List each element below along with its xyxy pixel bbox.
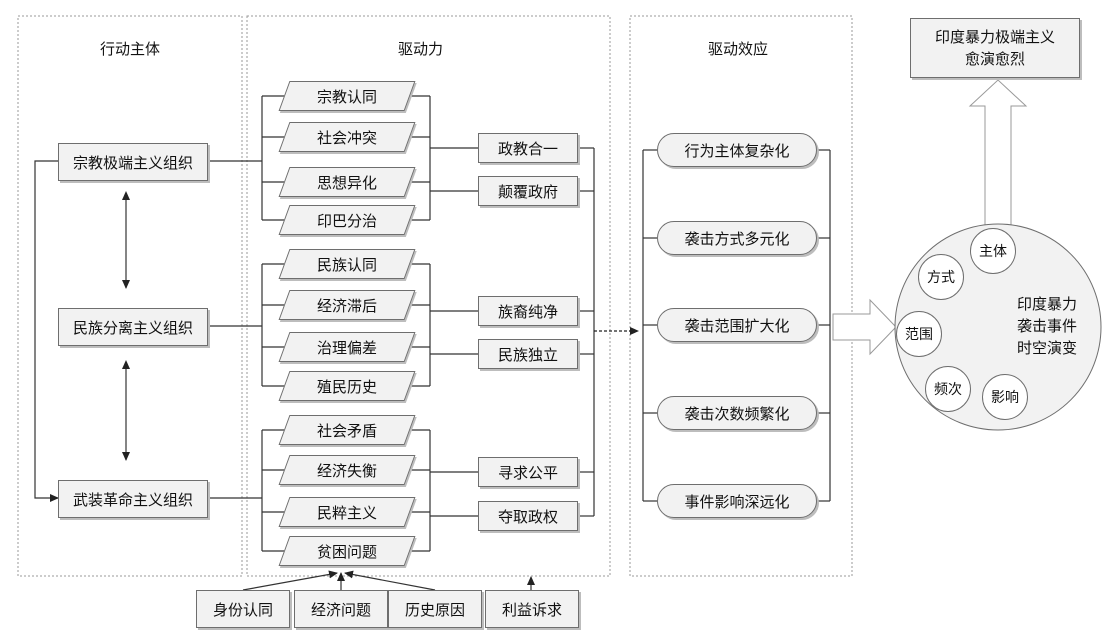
circle-item-subject: 主体 — [970, 228, 1016, 274]
factor: 宗教认同 — [278, 81, 416, 111]
circle-center-line-1: 印度暴力 — [1016, 295, 1077, 313]
goal: 政教合一 — [478, 133, 578, 163]
factor: 经济滞后 — [278, 290, 416, 320]
actors-panel-frame — [17, 15, 243, 577]
actor-religious-extremist: 宗教极端主义组织 — [58, 143, 208, 181]
factor: 经济失衡 — [278, 455, 416, 485]
drivers-panel-frame — [246, 15, 611, 577]
result-line-1: 印度暴力极端主义 — [934, 28, 1055, 46]
goal: 夺取政权 — [478, 501, 578, 531]
goal: 寻求公平 — [478, 457, 578, 487]
factor: 思想异化 — [278, 167, 416, 197]
actor-armed-revolutionary: 武装革命主义组织 — [58, 480, 208, 518]
drivers-panel-title: 驱动力 — [398, 40, 444, 58]
factor: 殖民历史 — [278, 371, 416, 401]
circle-item-method: 方式 — [918, 254, 964, 300]
factor: 印巴分治 — [278, 205, 416, 235]
goal: 民族独立 — [478, 339, 578, 369]
effect: 行为主体复杂化 — [657, 133, 817, 167]
factor: 民族认同 — [278, 249, 416, 279]
effect: 袭击范围扩大化 — [657, 308, 817, 342]
goal: 颠覆政府 — [478, 176, 578, 206]
block-arrow-up — [968, 79, 1028, 227]
cause-identity: 身份认同 — [196, 590, 290, 628]
factor: 贫困问题 — [278, 536, 416, 566]
cause-interest: 利益诉求 — [485, 590, 579, 628]
circle-item-frequency: 频次 — [925, 366, 971, 412]
factor: 社会冲突 — [278, 122, 416, 152]
effects-panel-title: 驱动效应 — [708, 40, 769, 58]
block-arrow-right — [832, 298, 897, 356]
goal: 族裔纯净 — [478, 296, 578, 326]
circle-center-line-2: 袭击事件 — [1016, 317, 1077, 335]
effect: 袭击方式多元化 — [657, 221, 817, 255]
circle-center-text: 印度暴力 袭击事件 时空演变 — [1004, 293, 1090, 359]
actor-ethnic-separatist: 民族分离主义组织 — [58, 308, 208, 346]
circle-item-range: 范围 — [896, 311, 942, 357]
result-box: 印度暴力极端主义 愈演愈烈 — [910, 18, 1080, 78]
factor: 民粹主义 — [278, 497, 416, 527]
factor: 社会矛盾 — [278, 415, 416, 445]
effect: 袭击次数频繁化 — [657, 396, 817, 430]
effects-panel-frame — [629, 15, 853, 577]
cause-historical: 历史原因 — [388, 590, 482, 628]
circle-item-impact: 影响 — [982, 374, 1028, 420]
factor: 治理偏差 — [278, 332, 416, 362]
result-line-2: 愈演愈烈 — [964, 50, 1025, 68]
cause-economic: 经济问题 — [294, 590, 388, 628]
circle-center-line-3: 时空演变 — [1016, 339, 1077, 357]
effect: 事件影响深远化 — [657, 484, 817, 518]
loop-line — [34, 157, 66, 502]
actors-panel-title: 行动主体 — [100, 40, 161, 58]
